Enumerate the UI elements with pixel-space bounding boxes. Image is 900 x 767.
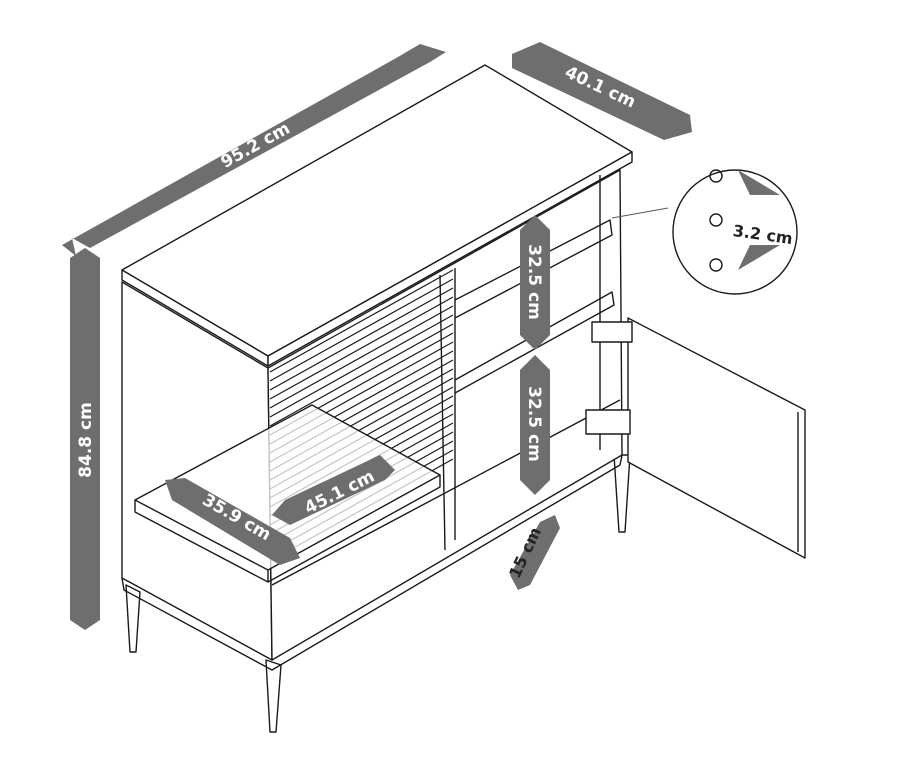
- drawer-depth-arrow: [165, 478, 300, 565]
- hinge-upper: [591, 321, 633, 343]
- hinge-lower: [585, 409, 631, 435]
- slat-line: [269, 296, 454, 400]
- slat-line: [269, 269, 454, 373]
- height-label: 84.8 cm: [76, 402, 96, 478]
- upper-shelf-label: 32.5 cm: [524, 244, 544, 320]
- slat-line: [269, 287, 454, 391]
- slat-line: [269, 314, 454, 418]
- lower-shelf-label: 32.5 cm: [524, 386, 544, 462]
- hole-detail-callout: [611, 169, 798, 295]
- cabinet-body: [121, 64, 633, 671]
- depth-arrow: [512, 42, 692, 140]
- inset-arrow: [510, 515, 560, 590]
- height-arrow: [70, 248, 100, 630]
- slat-line: [269, 323, 454, 427]
- width-label: 95.2 cm: [218, 119, 294, 173]
- width-arrow: [62, 44, 446, 256]
- dimension-arrows: [62, 42, 692, 630]
- upper-shelf-arrow: [520, 215, 550, 350]
- slat-line: [269, 278, 454, 382]
- slat-line: [269, 305, 454, 409]
- lower-shelf-arrow: [520, 355, 550, 495]
- legs: [125, 454, 631, 733]
- drawer-width-arrow: [272, 455, 395, 525]
- open-door: [585, 317, 806, 559]
